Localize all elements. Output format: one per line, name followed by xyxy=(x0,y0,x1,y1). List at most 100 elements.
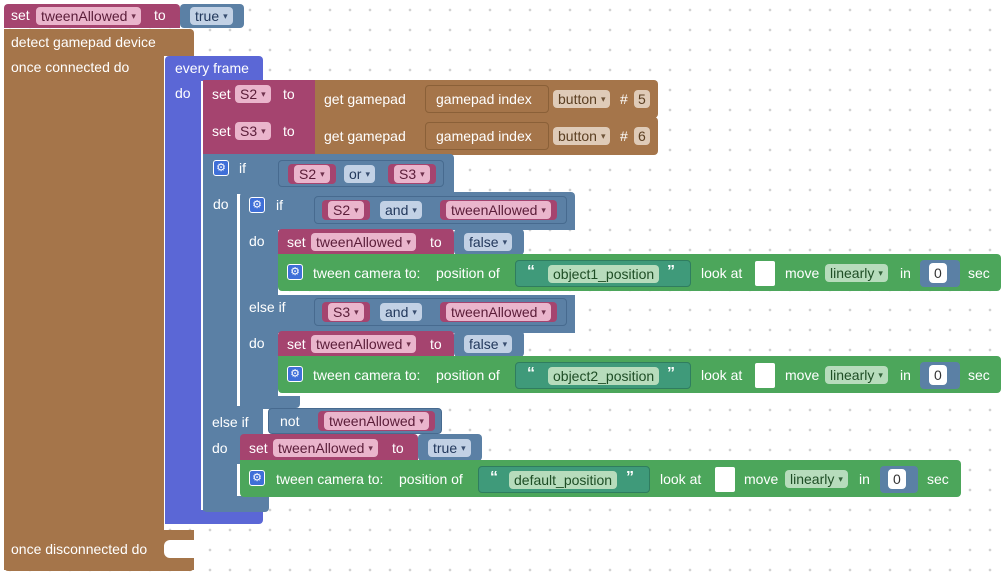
chevron-down-icon: ▾ xyxy=(365,168,370,179)
boolean-dropdown[interactable]: true▾ xyxy=(428,439,471,457)
chevron-down-icon: ▾ xyxy=(600,93,606,104)
chevron-down-icon: ▾ xyxy=(838,473,843,484)
gear-icon[interactable]: ⚙ xyxy=(287,264,303,280)
gamepad-index-label: gamepad index xyxy=(436,128,532,144)
easing-value: linearly xyxy=(830,367,875,383)
boolean-dropdown[interactable]: false▾ xyxy=(464,233,513,251)
variable-s2-block[interactable]: S2▾ xyxy=(288,164,336,184)
chevron-down-icon: ▾ xyxy=(354,306,359,317)
boolean-dropdown[interactable]: false▾ xyxy=(464,335,513,353)
variable-dropdown[interactable]: tweenAllowed▾ xyxy=(311,335,416,353)
get-gamepad-label: get gamepad xyxy=(324,91,406,107)
button-type: button xyxy=(558,91,597,107)
position-of-label: position of xyxy=(399,471,463,487)
every-frame-block[interactable] xyxy=(165,56,263,81)
text-input[interactable]: object2_position xyxy=(548,367,660,385)
detect-gamepad-label: detect gamepad device xyxy=(11,34,156,50)
chevron-down-icon: ▾ xyxy=(541,306,546,317)
variable-dropdown[interactable]: tweenAllowed▾ xyxy=(446,303,551,321)
variable-name: S2 xyxy=(299,166,317,182)
to-keyword: to xyxy=(283,86,295,102)
boolean-value: true xyxy=(195,8,220,24)
tween-camera-label: tween camera to: xyxy=(313,367,421,383)
variable-s3-block[interactable]: S3▾ xyxy=(322,302,370,322)
easing-dropdown[interactable]: linearly▾ xyxy=(825,264,888,282)
text-input[interactable]: default_position xyxy=(509,471,618,489)
variable-dropdown[interactable]: tweenAllowed▾ xyxy=(311,233,416,251)
chevron-down-icon: ▾ xyxy=(878,267,883,278)
look-at-label: look at xyxy=(660,471,702,487)
variable-dropdown[interactable]: tweenAllowed▾ xyxy=(273,439,378,457)
hash-label: # xyxy=(620,128,628,144)
operator-value: or xyxy=(349,166,362,182)
get-gamepad-label: get gamepad xyxy=(324,128,406,144)
detect-gamepad-block[interactable] xyxy=(4,29,194,56)
button-dropdown[interactable]: button▾ xyxy=(553,90,611,108)
number-input[interactable]: 0 xyxy=(929,263,947,283)
chevron-down-icon: ▾ xyxy=(320,168,325,179)
variable-dropdown[interactable]: tweenAllowed▾ xyxy=(324,412,429,430)
gamepad-index-block[interactable] xyxy=(425,85,549,113)
button-number: 6 xyxy=(638,128,646,144)
else-if-keyword: else if xyxy=(249,299,286,315)
quote-close-icon: ” xyxy=(626,469,634,486)
operator-dropdown[interactable]: or▾ xyxy=(344,165,375,183)
variable-dropdown[interactable]: S3▾ xyxy=(235,122,271,140)
move-label: move xyxy=(785,265,820,281)
variable-dropdown[interactable]: S2▾ xyxy=(328,201,364,219)
to-keyword: to xyxy=(430,336,442,352)
to-keyword: to xyxy=(154,7,166,23)
variable-dropdown[interactable]: S3▾ xyxy=(328,303,364,321)
variable-s2-block[interactable]: S2▾ xyxy=(322,200,370,220)
variable-name: S2 xyxy=(240,86,258,102)
text-input[interactable]: object1_position xyxy=(548,265,660,283)
operator-dropdown[interactable]: and▾ xyxy=(380,201,422,219)
look-at-empty-slot[interactable] xyxy=(715,467,735,492)
variable-dropdown[interactable]: tweenAllowed▾ xyxy=(36,7,141,25)
tween-camera-label: tween camera to: xyxy=(276,471,384,487)
do-keyword: do xyxy=(213,196,229,212)
variable-s3-block[interactable]: S3▾ xyxy=(388,164,436,184)
gear-icon[interactable]: ⚙ xyxy=(213,160,229,176)
operator-dropdown[interactable]: and▾ xyxy=(380,303,422,321)
sec-label: sec xyxy=(968,367,990,383)
quote-open-icon: “ xyxy=(527,365,535,382)
sec-label: sec xyxy=(968,265,990,281)
gear-icon[interactable]: ⚙ xyxy=(287,366,303,382)
variable-dropdown[interactable]: S2▾ xyxy=(294,165,330,183)
variable-tweenallowed-block[interactable]: tweenAllowed▾ xyxy=(318,411,435,431)
easing-dropdown[interactable]: linearly▾ xyxy=(785,470,848,488)
number-input[interactable]: 0 xyxy=(888,469,906,489)
chevron-down-icon: ▾ xyxy=(261,125,266,136)
variable-tweenallowed-block[interactable]: tweenAllowed▾ xyxy=(440,302,557,322)
look-at-empty-slot[interactable] xyxy=(755,261,775,286)
button-number-input[interactable]: 5 xyxy=(634,90,650,108)
variable-name: S3 xyxy=(333,304,351,320)
if-outer-block-foot xyxy=(203,496,269,512)
variable-name: S2 xyxy=(333,202,351,218)
gamepad-index-block[interactable] xyxy=(425,122,549,150)
boolean-dropdown[interactable]: true▾ xyxy=(190,7,233,25)
variable-dropdown[interactable]: S2▾ xyxy=(235,85,271,103)
move-label: move xyxy=(785,367,820,383)
variable-tweenallowed-block[interactable]: tweenAllowed▾ xyxy=(440,200,557,220)
button-number-input[interactable]: 6 xyxy=(634,127,650,145)
in-label: in xyxy=(900,367,911,383)
text-value: object2_position xyxy=(553,368,655,384)
gear-icon[interactable]: ⚙ xyxy=(249,470,265,486)
quote-open-icon: “ xyxy=(527,263,535,280)
button-dropdown[interactable]: button▾ xyxy=(553,127,611,145)
variable-dropdown[interactable]: S3▾ xyxy=(394,165,430,183)
number-input[interactable]: 0 xyxy=(929,365,947,385)
variable-dropdown[interactable]: tweenAllowed▾ xyxy=(446,201,551,219)
operator-value: and xyxy=(385,304,409,320)
easing-dropdown[interactable]: linearly▾ xyxy=(825,366,888,384)
gear-icon[interactable]: ⚙ xyxy=(249,197,265,213)
to-keyword: to xyxy=(392,440,404,456)
if-keyword: if xyxy=(239,160,246,176)
do-keyword: do xyxy=(212,440,228,456)
every-frame-do-label: do xyxy=(175,85,191,101)
set-keyword: set xyxy=(11,7,30,23)
position-of-label: position of xyxy=(436,367,500,383)
look-at-empty-slot[interactable] xyxy=(755,363,775,388)
